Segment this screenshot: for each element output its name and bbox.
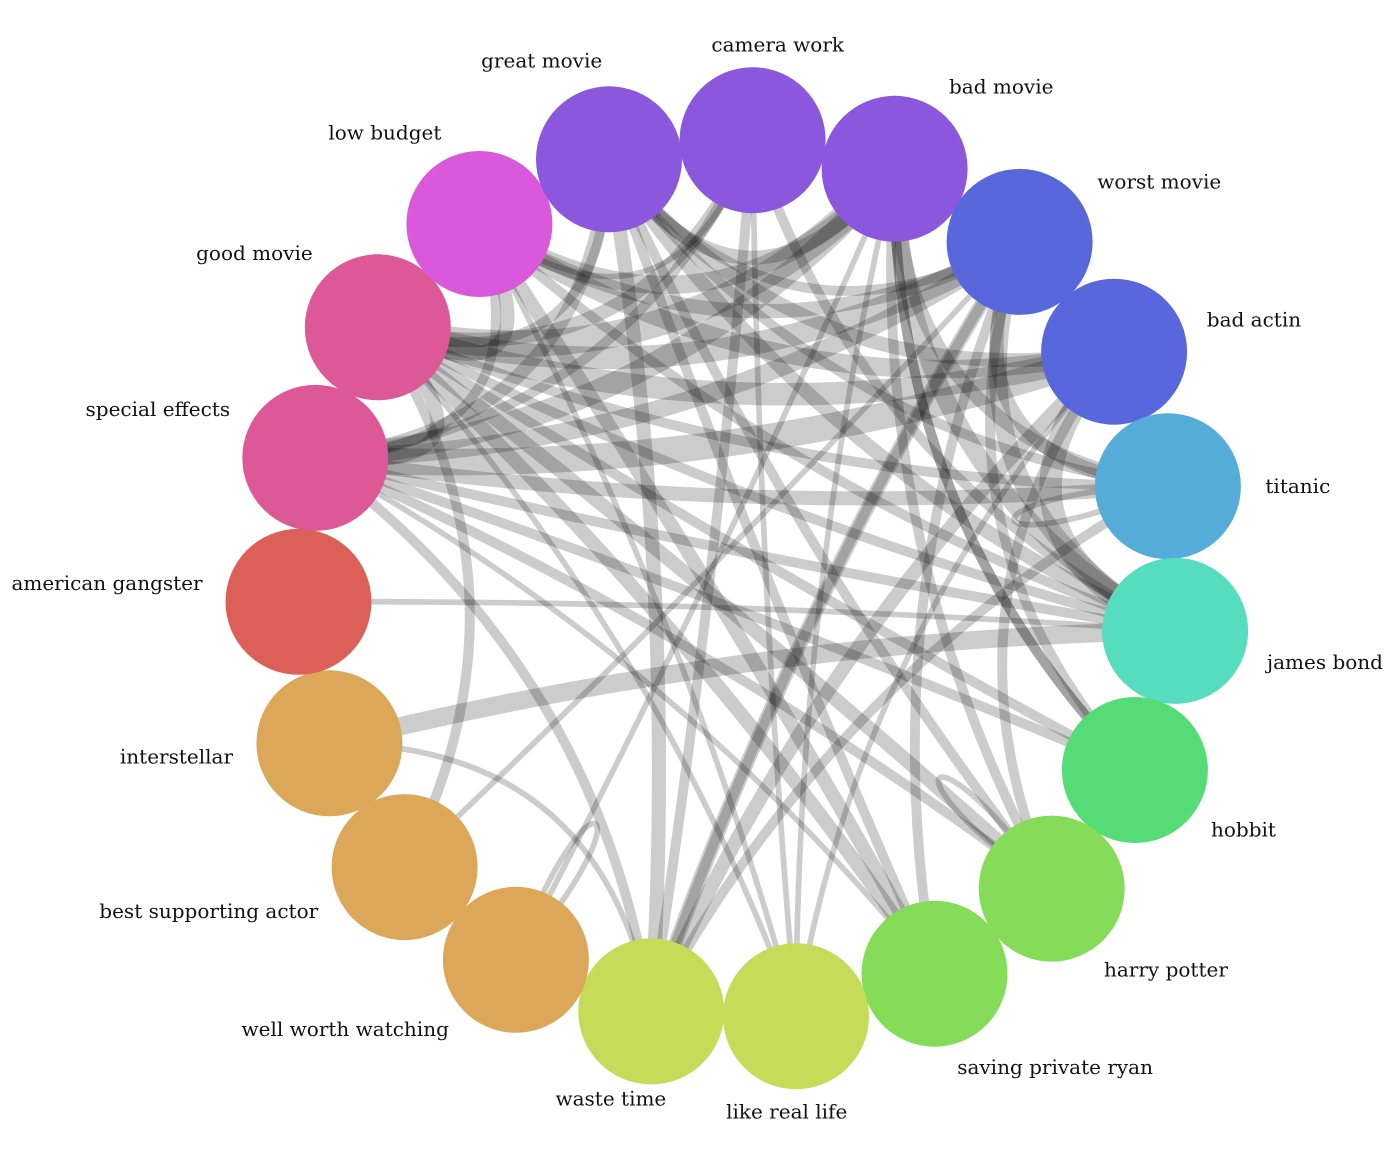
- node-low-budget[interactable]: [406, 151, 553, 297]
- edge-hobbit-to-bad-movie: [889, 163, 1140, 775]
- node-label-saving-private-ryan: saving private ryan: [957, 1055, 1153, 1079]
- edge-waste-time-to-bad-actin: [644, 344, 1122, 1019]
- edge-like-real-life-to-bad-movie: [793, 165, 898, 1020]
- node-label-great-movie: great movie: [481, 49, 602, 73]
- edge-bad-actin-to-great-movie: [601, 152, 1122, 368]
- node-american-gangster[interactable]: [225, 528, 372, 675]
- edge-bad-movie-to-hobbit: [889, 163, 1140, 775]
- node-bad-actin[interactable]: [1041, 278, 1188, 425]
- edge-special-effects-to-hobbit: [310, 452, 1140, 775]
- edge-harry-potter-to-good-movie: [370, 320, 1059, 896]
- edge-camera-work-to-like-real-life: [749, 137, 799, 1020]
- edge-american-gangster-to-james-bond: [295, 598, 1178, 634]
- edge-worst-movie-to-special-effects: [306, 232, 1029, 468]
- edge-waste-time-to-titanic: [646, 481, 1173, 1017]
- edge-best-supporting-actor-to-worst-movie: [401, 239, 1023, 870]
- node-label-american-gangster: american gangster: [11, 571, 203, 595]
- labels-layer: camera work bad movie worst movie bad actin…: [11, 33, 1383, 1124]
- edge-waste-time-to-worst-movie: [644, 234, 1027, 1019]
- edge-good-movie-to-titanic: [372, 322, 1173, 492]
- node-titanic[interactable]: [1094, 413, 1241, 560]
- edge-bad-actin-to-like-real-life: [793, 348, 1117, 1020]
- node-bad-movie[interactable]: [821, 95, 968, 242]
- edge-great-movie-to-harry-potter: [604, 154, 1057, 894]
- node-james-bond[interactable]: [1102, 557, 1249, 704]
- edge-saving-private-ryan-to-worst-movie: [909, 236, 1025, 979]
- edge-best-supporting-actor-to-good-movie: [372, 322, 475, 873]
- node-well-worth-watching[interactable]: [442, 886, 589, 1033]
- edge-worst-movie-to-low-budget: [472, 216, 1027, 319]
- edge-interstellar-to-james-bond: [320, 621, 1185, 753]
- edge-james-bond-to-camera-work: [747, 135, 1180, 636]
- node-good-movie[interactable]: [304, 254, 451, 401]
- edge-bad-movie-to-good-movie: [364, 155, 908, 358]
- node-label-james-bond: james bond: [1265, 650, 1383, 674]
- node-great-movie[interactable]: [536, 86, 682, 233]
- node-harry-potter[interactable]: [978, 815, 1125, 962]
- nodes-layer: [225, 67, 1249, 1090]
- node-label-well-worth-watching: well worth watching: [242, 1017, 450, 1041]
- node-label-low-budget: low budget: [328, 121, 441, 145]
- edge-great-movie-to-titanic: [604, 154, 1173, 492]
- edge-camera-work-to-special-effects: [310, 135, 758, 463]
- node-label-waste-time: waste time: [556, 1087, 667, 1111]
- edge-bad-actin-to-low-budget: [470, 214, 1124, 379]
- node-label-harry-potter: harry potter: [1104, 957, 1228, 981]
- edge-good-movie-to-james-bond: [372, 322, 1180, 636]
- node-label-like-real-life: like real life: [726, 1100, 847, 1124]
- node-label-hobbit: hobbit: [1211, 817, 1276, 841]
- node-special-effects[interactable]: [242, 384, 389, 531]
- edge-bad-actin-to-harry-potter: [997, 346, 1120, 894]
- edge-special-effects-to-titanic: [308, 450, 1175, 506]
- node-label-bad-movie: bad movie: [949, 74, 1053, 98]
- edge-like-real-life-to-good-movie: [374, 324, 799, 1020]
- edge-hobbit-to-worst-movie: [985, 236, 1140, 775]
- node-label-interstellar: interstellar: [120, 745, 234, 769]
- edge-harry-potter-to-bad-movie: [886, 163, 1057, 894]
- node-label-special-effects: special effects: [86, 397, 231, 421]
- edge-worst-movie-to-waste-time: [646, 236, 1025, 1017]
- node-interstellar[interactable]: [256, 670, 403, 817]
- edge-low-budget-to-james-bond: [474, 219, 1180, 636]
- node-best-supporting-actor[interactable]: [331, 794, 478, 941]
- node-hobbit[interactable]: [1061, 697, 1208, 843]
- edge-great-movie-to-saving-private-ryan: [604, 154, 940, 979]
- node-saving-private-ryan[interactable]: [861, 900, 1008, 1047]
- edge-bad-actin-to-special-effects: [301, 338, 1128, 476]
- node-label-good-movie: good movie: [196, 241, 313, 265]
- edge-special-effects-to-waste-time: [310, 452, 657, 1017]
- edge-good-movie-to-hobbit: [372, 322, 1140, 775]
- node-label-bad-actin: bad actin: [1207, 308, 1301, 332]
- edge-low-budget-to-saving-private-ryan: [472, 216, 942, 981]
- edge-bad-movie-to-james-bond: [885, 159, 1185, 641]
- node-label-titanic: titanic: [1265, 474, 1330, 498]
- edge-low-budget-to-like-real-life: [476, 221, 799, 1020]
- node-camera-work[interactable]: [679, 67, 826, 214]
- edge-harry-potter-to-harry-potter: [935, 774, 1055, 892]
- edge-camera-work-to-waste-time: [646, 135, 758, 1017]
- node-label-camera-work: camera work: [711, 33, 844, 57]
- edge-special-effects-to-harry-potter: [310, 452, 1057, 894]
- node-label-best-supporting-actor: best supporting actor: [99, 899, 318, 923]
- node-label-worst-movie: worst movie: [1097, 170, 1221, 194]
- edge-great-movie-to-waste-time: [601, 152, 667, 1019]
- edge-bad-actin-to-good-movie: [366, 316, 1126, 406]
- edge-saving-private-ryan-to-good-movie: [370, 320, 942, 981]
- node-waste-time[interactable]: [578, 938, 725, 1085]
- edge-special-effects-to-saving-private-ryan: [312, 455, 938, 977]
- edge-bad-movie-to-special-effects: [304, 157, 906, 470]
- edge-special-effects-to-james-bond: [310, 452, 1180, 636]
- node-like-real-life[interactable]: [723, 943, 869, 1090]
- edge-titanic-to-titanic: [1011, 483, 1171, 528]
- node-worst-movie[interactable]: [946, 168, 1093, 315]
- edge-worst-movie-to-good-movie: [366, 230, 1031, 370]
- edge-great-movie-to-james-bond: [601, 152, 1183, 638]
- edge-well-worth-watching-to-well-worth-watching: [513, 820, 601, 963]
- edge-bad-movie-to-well-worth-watching: [513, 165, 898, 963]
